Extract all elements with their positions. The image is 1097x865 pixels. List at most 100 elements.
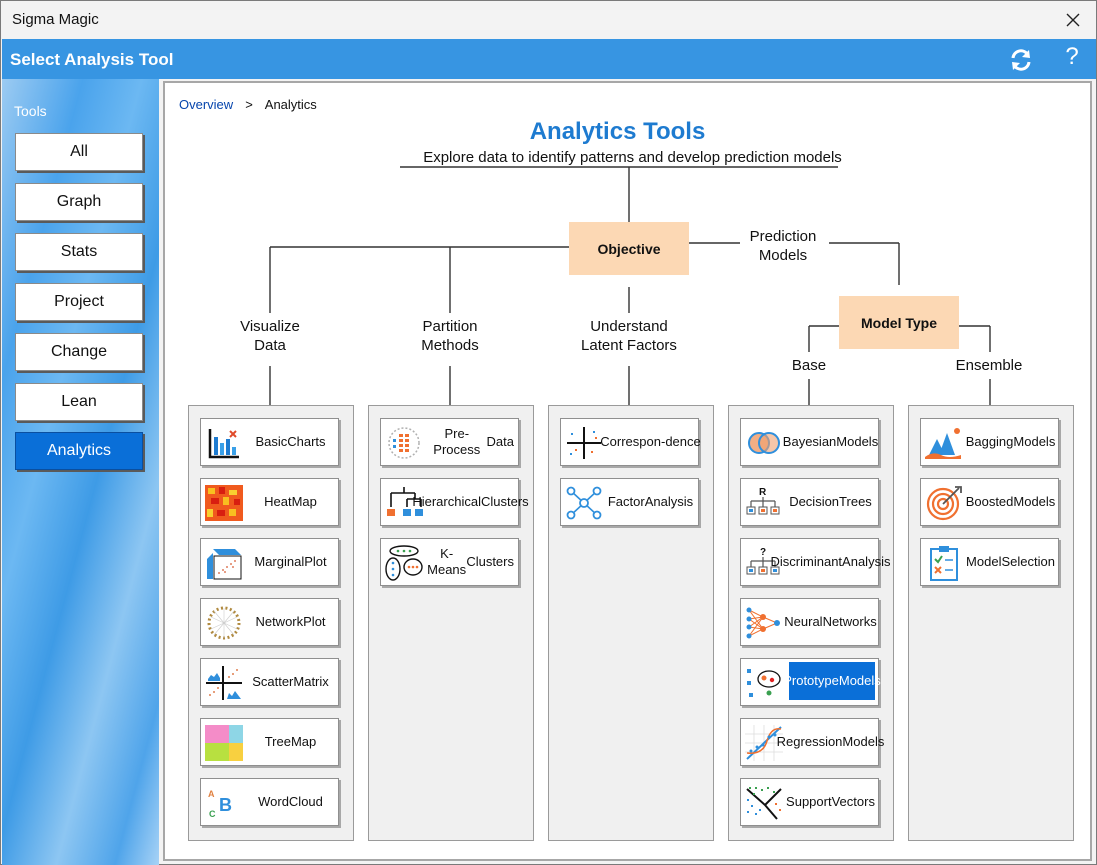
label-latent-factors: Understand Latent Factors: [569, 317, 689, 355]
label-line: Models: [836, 434, 879, 449]
window-title: Sigma Magic: [12, 11, 99, 28]
sidebar-item-change[interactable]: Change: [15, 333, 143, 371]
svg-text:R: R: [759, 487, 767, 498]
label-line: Models: [838, 673, 881, 688]
label-line: Latent Factors: [581, 337, 677, 354]
label-line: dence: [665, 434, 701, 449]
label-line: Scatter: [252, 674, 294, 689]
label-line: Data: [486, 434, 514, 449]
sidebar-item-lean[interactable]: Lean: [15, 383, 143, 421]
label-line: Partition: [422, 318, 478, 335]
refresh-icon: [1011, 49, 1031, 71]
label-line: Vectors: [831, 794, 875, 809]
heat-map-icon: [205, 485, 243, 521]
scatter-matrix-icon: [206, 666, 242, 700]
label-line: Hierarchical: [412, 494, 481, 509]
label-line: Discriminant: [770, 554, 843, 569]
sidebar-item-project[interactable]: Project: [15, 283, 143, 321]
marginal-plot-icon: [207, 549, 242, 580]
label-line: Visualize: [240, 318, 300, 335]
tools-sidebar: Tools All Graph Stats Project Change Lea…: [2, 79, 159, 865]
label-prediction-models: Prediction Models: [741, 227, 825, 265]
sidebar-item-analytics[interactable]: Analytics: [15, 432, 143, 470]
tree-map-icon: [205, 725, 243, 761]
page-subtitle: Explore data to identify patterns and de…: [423, 149, 842, 166]
button-label: Correspon-dence: [600, 419, 700, 465]
model-selection-icon: [930, 546, 958, 581]
sidebar-item-all[interactable]: All: [15, 133, 143, 171]
label-line: Factor: [607, 494, 645, 509]
label-line: Analysis: [842, 554, 891, 569]
label-line: Trees: [839, 494, 872, 509]
sidebar-item-stats[interactable]: Stats: [15, 233, 143, 271]
correspondence-icon: [567, 427, 601, 459]
label-line: Plot: [304, 554, 327, 569]
discriminant-icon: ?: [746, 547, 780, 575]
label-line: Map: [291, 494, 317, 509]
label-line: Prototype: [783, 673, 839, 688]
label-base: Base: [779, 356, 839, 375]
label-line: Marginal: [254, 554, 305, 569]
bagging-icon: [925, 428, 961, 459]
label-line: Basic: [255, 434, 288, 449]
label-line: Regression: [776, 734, 843, 749]
word-cloud-icon: A B C: [208, 789, 232, 819]
help-button[interactable]: ?: [1065, 43, 1079, 70]
label-line: Networks: [822, 614, 877, 629]
label-line: Models: [842, 734, 885, 749]
close-button[interactable]: [1058, 5, 1088, 35]
correspondence-button[interactable]: Correspon-dence: [560, 418, 701, 466]
label-line: Heat: [264, 494, 292, 509]
sidebar-item-graph[interactable]: Graph: [15, 183, 143, 221]
label-line: Understand: [590, 318, 668, 335]
regression-icon: [745, 725, 783, 761]
hierarchical-clusters-icon: [387, 487, 423, 516]
label-line: Methods: [421, 337, 479, 354]
label-line: Models: [1013, 434, 1056, 449]
label-line: Charts: [287, 434, 326, 449]
refresh-button[interactable]: [1007, 46, 1035, 74]
label-line: Analysis: [644, 494, 694, 509]
label-ensemble: Ensemble: [949, 356, 1029, 375]
label-partition-methods: Partition Methods: [405, 317, 495, 355]
breadcrumb-overview-link[interactable]: Overview: [179, 97, 234, 112]
label-line: Models: [758, 247, 808, 264]
